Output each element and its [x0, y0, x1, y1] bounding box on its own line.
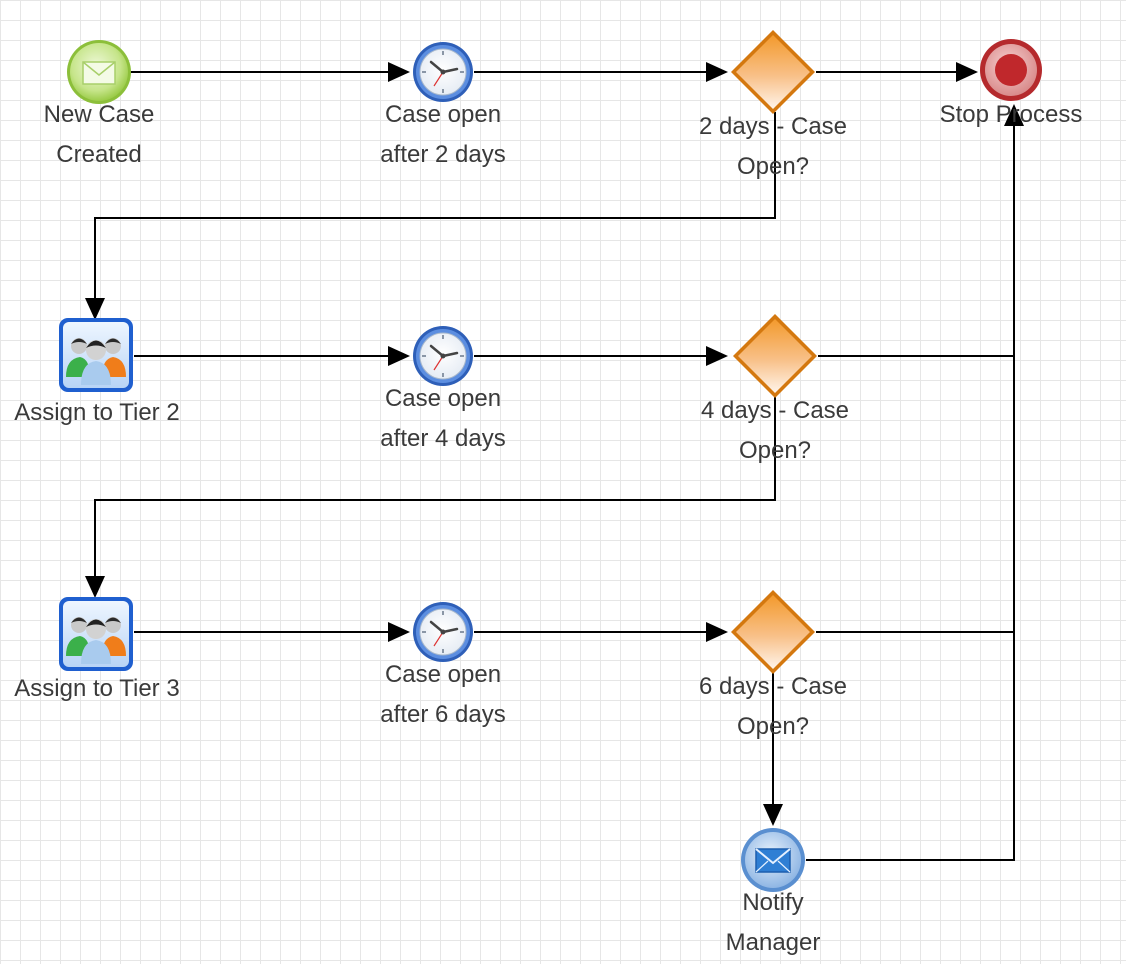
arrowhead — [388, 62, 410, 82]
label-line: Assign to Tier 3 — [14, 675, 180, 702]
timer-node-3[interactable] — [411, 600, 475, 664]
label-line: 2 days - Case — [698, 113, 848, 140]
envelope-event-icon — [755, 848, 791, 873]
label-line: Case open — [384, 385, 502, 412]
label-line: Stop Process — [939, 101, 1083, 128]
assign-tier-2-task-node[interactable] — [59, 318, 133, 392]
envelope-start-event-icon — [82, 61, 116, 85]
gateway-node-2[interactable] — [733, 314, 817, 398]
arrowhead — [763, 804, 783, 826]
clock-icon — [411, 40, 475, 104]
arrowhead — [388, 346, 410, 366]
arrowhead — [388, 622, 410, 642]
end-event-icon — [980, 39, 1042, 101]
gateway-2-label: 4 days - Case Open? — [665, 391, 885, 471]
label-line: Case open — [384, 661, 502, 688]
label-line: Assign to Tier 2 — [14, 399, 180, 426]
timer-2-label: Case open after 4 days — [333, 379, 553, 459]
gateway-node-3[interactable] — [731, 590, 815, 674]
timer-node-1[interactable] — [411, 40, 475, 104]
arrowhead — [85, 576, 105, 598]
flow-gateway2-to-tier3[interactable] — [94, 396, 776, 580]
timer-node-2[interactable] — [411, 324, 475, 388]
flow-notify-to-stop[interactable] — [806, 124, 1015, 861]
label-line: Manager — [725, 929, 821, 956]
arrowhead — [956, 62, 978, 82]
tier-3-label: Assign to Tier 3 — [0, 669, 207, 709]
label-line: Notify — [742, 889, 804, 916]
label-line: Open? — [738, 437, 812, 464]
flow-gateway1-to-tier2[interactable] — [94, 112, 776, 302]
gateway-3-label: 6 days - Case Open? — [663, 667, 883, 747]
assign-tier-3-task-node[interactable] — [59, 597, 133, 671]
notify-manager-node[interactable] — [741, 828, 805, 892]
diamond-gateway-icon — [731, 30, 815, 114]
users-icon — [59, 318, 133, 392]
timer-1-label: Case open after 2 days — [333, 95, 553, 175]
clock-icon — [411, 600, 475, 664]
label-line: after 6 days — [380, 701, 506, 728]
tier-2-label: Assign to Tier 2 — [0, 393, 207, 433]
arrowhead — [706, 62, 728, 82]
new-case-label: New Case Created — [0, 95, 209, 175]
label-line: Created — [56, 141, 142, 168]
arrowhead — [706, 346, 728, 366]
connectors — [94, 71, 1015, 861]
label-line: New Case — [43, 101, 155, 128]
diamond-gateway-icon — [733, 314, 817, 398]
arrowhead — [1004, 104, 1024, 126]
gateway-1-label: 2 days - Case Open? — [663, 107, 883, 187]
label-line: after 2 days — [380, 141, 506, 168]
label-line: after 4 days — [380, 425, 506, 452]
label-line: 4 days - Case — [700, 397, 850, 424]
label-line: Open? — [736, 153, 810, 180]
diamond-gateway-icon — [731, 590, 815, 674]
new-case-start-node[interactable] — [67, 40, 131, 104]
label-line: Case open — [384, 101, 502, 128]
stop-process-label: Stop Process — [901, 95, 1121, 135]
arrowhead — [706, 622, 728, 642]
stop-process-end-node[interactable] — [980, 39, 1042, 101]
timer-3-label: Case open after 6 days — [333, 655, 553, 735]
notify-manager-label: Notify Manager — [663, 883, 883, 963]
arrowhead — [85, 298, 105, 320]
arrowheads — [85, 62, 1024, 826]
label-line: Open? — [736, 713, 810, 740]
gateway-node-1[interactable] — [731, 30, 815, 114]
clock-icon — [411, 324, 475, 388]
users-icon — [59, 597, 133, 671]
label-line: 6 days - Case — [698, 673, 848, 700]
